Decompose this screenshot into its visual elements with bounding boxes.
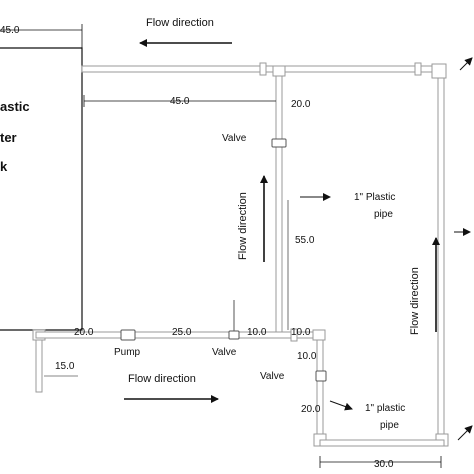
right-valve [315,370,327,382]
bottom-pipe [319,439,445,447]
pump-run-mid-dimension-label: 25.0 [172,327,192,338]
top-pipe-joint [414,62,422,76]
pump-body [120,329,136,341]
tank-label-line-2: ter [0,130,17,145]
water-tank-outline [0,47,83,331]
descending-pipe [316,331,324,447]
edge-leader-arrow [457,425,473,441]
bottom-flow-label: Flow direction [128,373,196,385]
riser-pipe [275,65,283,339]
top-run-dimension-label: 45.0 [170,96,190,107]
pump-run-left-dimension-label: 20.0 [74,327,94,338]
lower-pipe-note-line-1: 1" plastic [365,403,406,414]
right-drop-dimension-label: 10.0 [297,351,317,362]
upper-valve-label: Valve [222,133,247,144]
valve-gap-dimension-label: 10.0 [247,327,267,338]
right-valve-label: Valve [260,371,285,382]
valve-gap-right-dimension-label: 10.0 [291,327,311,338]
tank-width-dimension-label: 45.0 [0,25,20,36]
tank-outlet-drop-dimension-label: 15.0 [55,361,75,372]
descending-pipe-elbow [312,329,326,341]
upper-pipe-note-line-1: 1" Plastic [354,192,396,203]
lower-pipe-leader-arrow [329,400,353,411]
tank-outlet-pipe [35,331,43,393]
tank-label-line-1: astic [0,99,30,114]
lower-valve-label: Valve [212,347,237,358]
lower-pipe-note-line-2: pipe [380,420,399,431]
riser-flow-label: Flow direction [237,192,249,260]
right-flow-label: Flow direction [409,267,421,335]
top-pipe-joint [259,62,267,76]
upper-pipe-note-line-2: pipe [374,209,393,220]
riser-pipe-elbow [272,65,286,77]
tank-label-line-3: k [0,159,8,174]
lower-pipe-joint [290,328,298,342]
riser-dimension-label: 55.0 [295,235,315,246]
valve-drop-dimension-label: 20.0 [291,99,311,110]
pump-label: Pump [114,347,141,358]
right-pipe-elbow [431,63,447,79]
lower-drop-dimension-label: 20.0 [301,404,321,415]
edge-leader-arrow [459,57,473,71]
lower-valve [228,330,240,340]
top-flow-label: Flow direction [146,17,214,29]
bottom-run-dimension-label: 30.0 [374,459,394,470]
riser-valve [271,138,287,148]
right-pipe [437,65,445,441]
